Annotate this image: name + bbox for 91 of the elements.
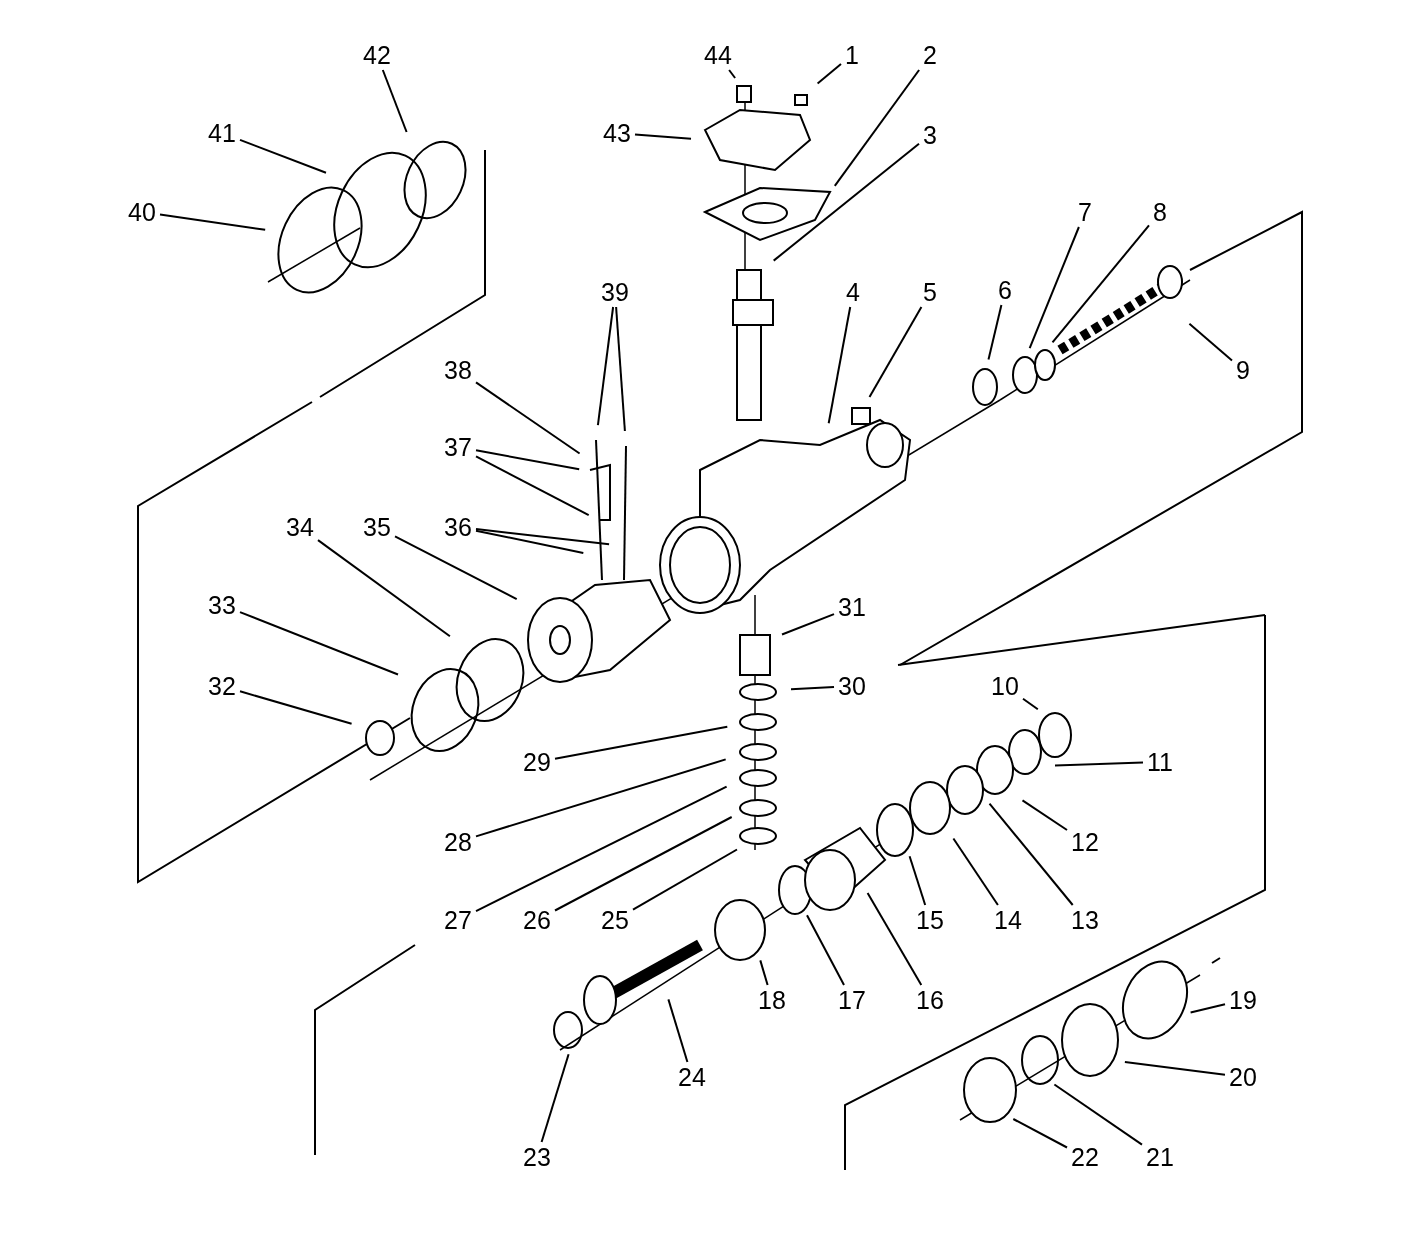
callout-number: 16: [915, 987, 945, 1013]
callout-number: 5: [922, 279, 938, 305]
callout-number: 9: [1235, 357, 1251, 383]
leader-line: [475, 785, 728, 913]
callout-number: 3: [922, 122, 938, 148]
callout-number: 14: [993, 907, 1023, 933]
callout-number: 42: [362, 42, 392, 68]
leader-line: [475, 455, 590, 517]
leader-line: [1054, 761, 1144, 767]
leader-line: [728, 69, 737, 79]
leader-line: [866, 892, 923, 986]
leader-line: [908, 855, 927, 906]
leader-line: [475, 528, 611, 546]
callout-number: 40: [127, 199, 157, 225]
leader-line: [827, 306, 852, 425]
callout-number: 36: [443, 514, 473, 540]
callout-number: 39: [600, 279, 630, 305]
callout-number: 31: [837, 594, 867, 620]
leader-line: [475, 449, 581, 471]
callout-number: 25: [600, 907, 630, 933]
callout-number: 4: [845, 279, 861, 305]
callout-number: 22: [1070, 1144, 1100, 1170]
callout-number: 18: [757, 987, 787, 1013]
callout-number: 26: [522, 907, 552, 933]
leader-line: [554, 816, 733, 912]
callout-number: 24: [677, 1064, 707, 1090]
callout-number: 7: [1077, 199, 1093, 225]
leader-line: [554, 725, 729, 760]
leader-line: [475, 529, 585, 554]
callout-number: 34: [285, 514, 315, 540]
leader-line: [1012, 1118, 1068, 1149]
leader-line: [806, 914, 845, 986]
callout-number: 33: [207, 592, 237, 618]
leader-line: [596, 306, 615, 427]
callout-number: 41: [207, 120, 237, 146]
leader-line: [475, 758, 727, 838]
leader-line: [1123, 1060, 1226, 1076]
leader-line: [781, 613, 835, 636]
callout-number: 20: [1228, 1064, 1258, 1090]
leader-line: [239, 138, 327, 174]
leader-line: [317, 539, 451, 638]
callout-number: 35: [362, 514, 392, 540]
callout-number: 43: [602, 120, 632, 146]
callout-number: 15: [915, 907, 945, 933]
leader-line: [1022, 697, 1039, 711]
leader-line: [475, 381, 581, 455]
leader-line: [1021, 799, 1068, 831]
callout-number: 8: [1152, 199, 1168, 225]
callout-number: 23: [522, 1144, 552, 1170]
leader-line: [239, 690, 353, 725]
callout-number: 30: [837, 673, 867, 699]
leader-line: [816, 63, 842, 85]
callout-number: 32: [207, 673, 237, 699]
leader-line: [988, 802, 1074, 906]
leader-line: [381, 69, 408, 133]
leader-line: [1051, 224, 1150, 344]
callout-number: 6: [997, 277, 1013, 303]
leader-line: [952, 837, 999, 906]
leader-line: [540, 1053, 570, 1143]
callout-number: 1: [844, 42, 860, 68]
leader-line: [790, 685, 835, 691]
leader-line: [159, 213, 267, 231]
leader-line: [634, 133, 692, 140]
callout-number: 11: [1146, 749, 1174, 775]
leader-line: [1189, 1003, 1226, 1014]
callout-number: 38: [443, 357, 473, 383]
leader-line: [239, 611, 399, 676]
callout-number: 10: [990, 673, 1020, 699]
leader-line: [987, 304, 1003, 361]
leader-line: [1028, 226, 1080, 350]
leader-line: [632, 848, 738, 911]
callout-number: 2: [922, 42, 938, 68]
leader-line: [394, 535, 518, 601]
leader-line: [615, 306, 626, 432]
callout-number: 17: [837, 987, 867, 1013]
callout-number: 27: [443, 907, 473, 933]
callout-number: 19: [1228, 987, 1258, 1013]
callout-number: 29: [522, 749, 552, 775]
leader-line: [868, 306, 923, 398]
leader-line: [1188, 322, 1233, 362]
callout-number: 37: [443, 434, 473, 460]
callout-number: 12: [1070, 829, 1100, 855]
leader-line: [772, 142, 920, 262]
callout-number: 13: [1070, 907, 1100, 933]
leader-line: [759, 959, 769, 986]
leader-line: [667, 998, 689, 1063]
callout-number: 28: [443, 829, 473, 855]
leader-line: [1053, 1083, 1143, 1146]
callout-number: 44: [703, 42, 733, 68]
callout-number: 21: [1145, 1144, 1175, 1170]
leader-line: [833, 69, 921, 187]
